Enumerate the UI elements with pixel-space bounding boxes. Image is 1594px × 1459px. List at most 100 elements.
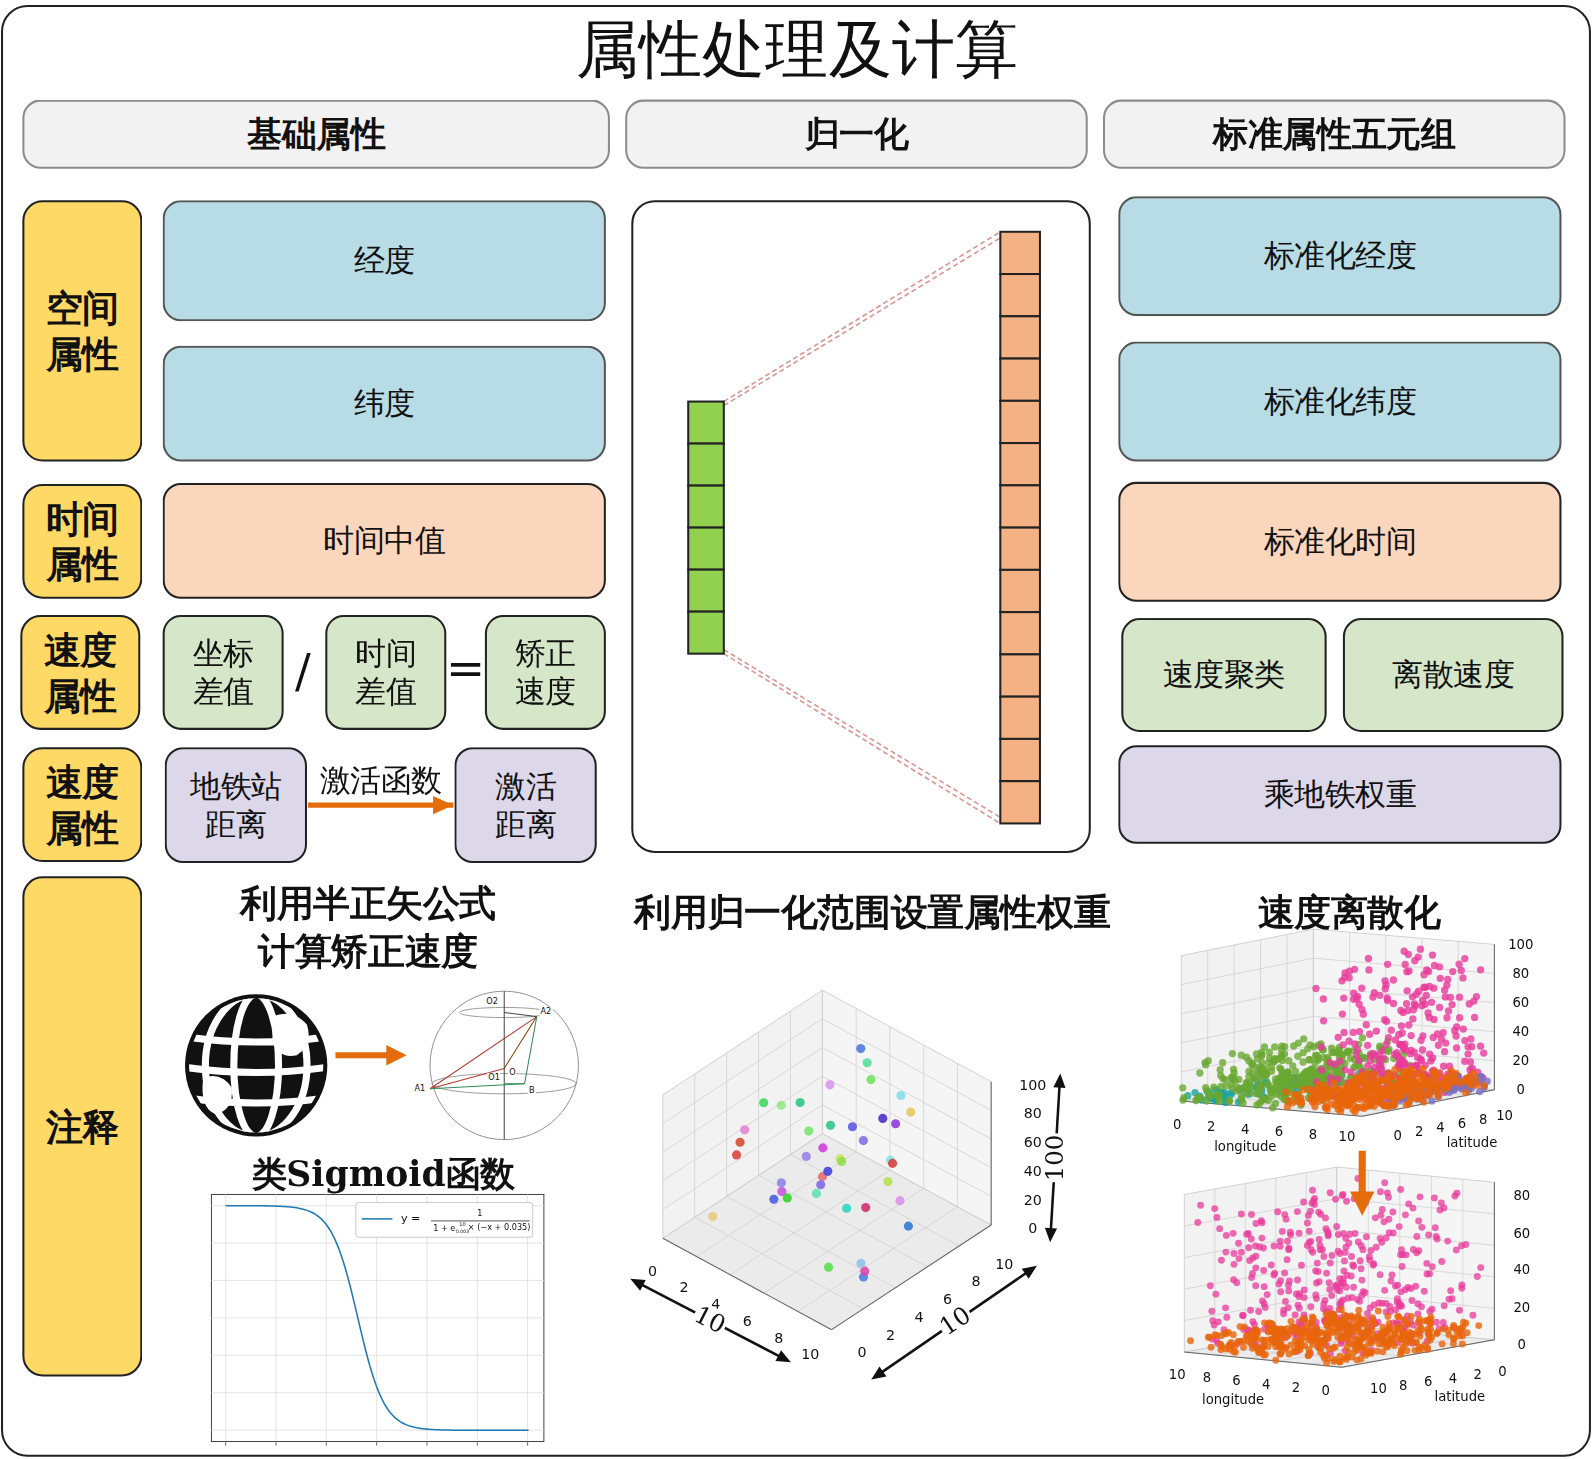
scatter-point bbox=[1211, 1205, 1218, 1212]
scatter-point bbox=[1377, 1188, 1384, 1195]
scatter-point bbox=[1219, 1059, 1226, 1066]
scatter-point bbox=[1348, 1253, 1355, 1260]
grid-line bbox=[764, 1188, 924, 1293]
scatter-point bbox=[1283, 1216, 1290, 1223]
scatter-point bbox=[1429, 1086, 1436, 1093]
normalization-figure bbox=[632, 201, 1089, 852]
sigmoid-curve bbox=[226, 1206, 529, 1431]
scatter-point bbox=[1418, 1303, 1425, 1310]
output-cell bbox=[1000, 401, 1040, 443]
scatter-point bbox=[1424, 1079, 1431, 1086]
scatter-point bbox=[1258, 1219, 1265, 1226]
scatter-point bbox=[1260, 1072, 1267, 1079]
scatter-point bbox=[1210, 1084, 1217, 1091]
scatter-point bbox=[1229, 1085, 1236, 1092]
scatter-point bbox=[1281, 1269, 1288, 1276]
axis-line bbox=[1494, 944, 1495, 1089]
scatter-point bbox=[1452, 1032, 1459, 1039]
scatter-point bbox=[1339, 1010, 1346, 1017]
scatter-point bbox=[1431, 1068, 1438, 1075]
scatter-point bbox=[1223, 1232, 1230, 1239]
tick-mark bbox=[527, 1442, 528, 1446]
scatter-point bbox=[1278, 1046, 1285, 1053]
scatter-point bbox=[1258, 1052, 1265, 1059]
scatter-point bbox=[1269, 1104, 1276, 1111]
scatter-point bbox=[1436, 1206, 1443, 1213]
scatter-point bbox=[1362, 1101, 1369, 1108]
globe-body bbox=[185, 994, 327, 1136]
scatter-point bbox=[816, 1180, 825, 1189]
scatter-point bbox=[1277, 1066, 1284, 1073]
decor-line bbox=[504, 1013, 537, 1017]
scatter-point bbox=[888, 1159, 897, 1168]
scatter-point bbox=[1405, 1021, 1412, 1028]
scatter-point bbox=[856, 1259, 865, 1268]
scatter-point bbox=[825, 1080, 834, 1089]
scatter-point bbox=[1331, 1061, 1338, 1068]
scatter-point bbox=[1392, 1282, 1399, 1289]
scatter-point bbox=[1322, 1225, 1329, 1232]
scatter-point bbox=[1424, 1009, 1431, 1016]
scatter-point bbox=[1355, 1057, 1362, 1064]
grid-line bbox=[663, 1047, 823, 1152]
projection-line bbox=[724, 654, 1001, 824]
scatter-point bbox=[1349, 1262, 1356, 1269]
scatter-point bbox=[1460, 1025, 1467, 1032]
scatter-point bbox=[1372, 1214, 1379, 1221]
scatter-point bbox=[735, 1138, 744, 1147]
grid-line bbox=[211, 1280, 543, 1281]
scatter-point bbox=[1253, 1220, 1260, 1227]
scatter-point bbox=[1280, 1307, 1287, 1314]
scatter-point bbox=[1328, 1292, 1335, 1299]
scatter-point bbox=[1252, 1282, 1259, 1289]
scatter-point bbox=[1377, 1271, 1384, 1278]
scatter-point bbox=[1409, 1015, 1416, 1022]
scatter-point bbox=[1343, 1272, 1350, 1279]
grid-line bbox=[822, 1105, 991, 1196]
scatter-point bbox=[1307, 1238, 1314, 1245]
scatter-point bbox=[1434, 1236, 1441, 1243]
scatter-point bbox=[824, 1263, 833, 1272]
scatter-point bbox=[1285, 1245, 1292, 1252]
scatter-point bbox=[1333, 1087, 1340, 1094]
projection-line bbox=[724, 232, 1001, 402]
scatter-point bbox=[1327, 1189, 1334, 1196]
scatter-point bbox=[1274, 1086, 1281, 1093]
scatter-point bbox=[1384, 961, 1391, 968]
scatter-point bbox=[1260, 1245, 1267, 1252]
scatter-point bbox=[1287, 1231, 1294, 1238]
scatter-point bbox=[1373, 1027, 1380, 1034]
scatter-point bbox=[1446, 1296, 1453, 1303]
scatter-point bbox=[783, 1193, 792, 1202]
scatter-point bbox=[1458, 967, 1465, 974]
scatter-point bbox=[1281, 1079, 1288, 1086]
scatter-point bbox=[1284, 1256, 1291, 1263]
scatter-point bbox=[1456, 1307, 1463, 1314]
scatter-point bbox=[1445, 1007, 1452, 1014]
scatter-point bbox=[1351, 966, 1358, 973]
scatter-points bbox=[1179, 946, 1491, 1116]
scatter-point bbox=[1469, 1312, 1476, 1319]
decor-g bbox=[173, 994, 340, 1136]
scatter-point bbox=[1402, 1046, 1409, 1053]
grid-line bbox=[1326, 1087, 1458, 1113]
scatter-point bbox=[1277, 1277, 1284, 1284]
scatter-point bbox=[1392, 1092, 1399, 1099]
scatter-point bbox=[1197, 1202, 1204, 1209]
scatter-point bbox=[1246, 1081, 1253, 1088]
scatter-point bbox=[1453, 1044, 1460, 1051]
scatter-point bbox=[1441, 1074, 1448, 1081]
scatter-point bbox=[1356, 1077, 1363, 1084]
scatter-point bbox=[1286, 1278, 1293, 1285]
scatter-point bbox=[859, 1136, 868, 1145]
scatter-point bbox=[1271, 1270, 1278, 1277]
scatter-point bbox=[1323, 1103, 1330, 1110]
output-cell bbox=[1000, 232, 1040, 274]
scatter-point bbox=[796, 1098, 805, 1107]
decor-circle bbox=[430, 991, 578, 1139]
scatter-point bbox=[883, 1177, 892, 1186]
scatter-point bbox=[1290, 1042, 1297, 1049]
scatter-point bbox=[1464, 1050, 1471, 1057]
scatter-point bbox=[823, 1167, 832, 1176]
scatter-point bbox=[1402, 1072, 1409, 1079]
